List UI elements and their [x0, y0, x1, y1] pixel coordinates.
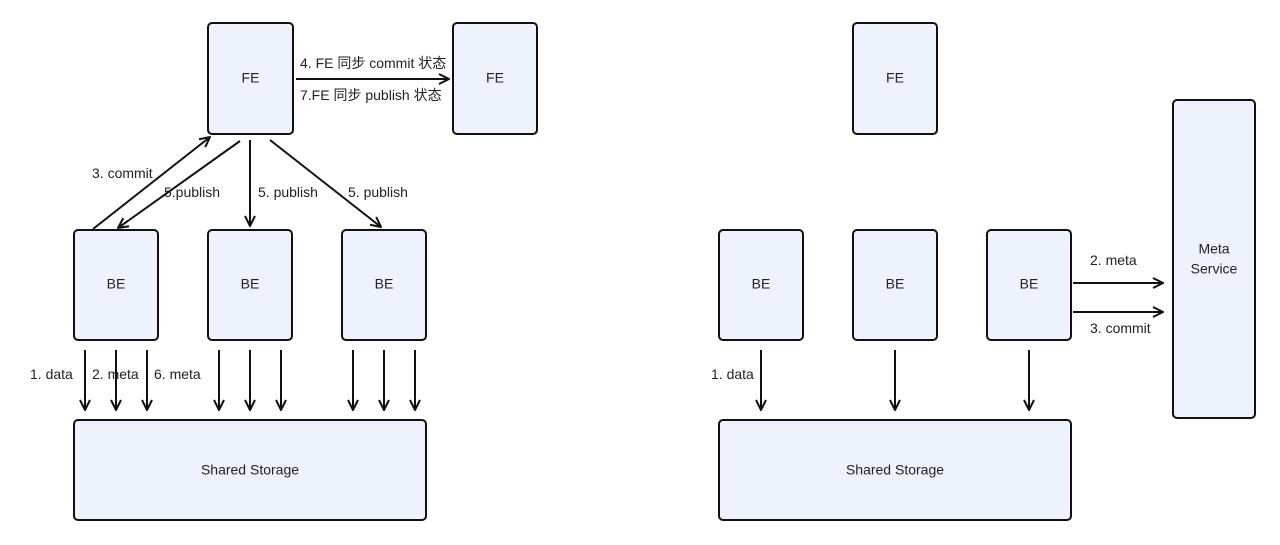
- be1-node: BE: [73, 229, 159, 341]
- right-be3-node: BE: [986, 229, 1072, 341]
- data-label: 1. data: [30, 366, 73, 382]
- right-be2-node: BE: [852, 229, 938, 341]
- sync-commit-label: 4. FE 同步 commit 状态: [300, 55, 446, 71]
- fe-peer-label: FE: [486, 70, 504, 86]
- right-meta-label: 2. meta: [1090, 252, 1137, 268]
- left-storage-label: Shared Storage: [201, 462, 299, 478]
- right-fe-label: FE: [886, 70, 904, 86]
- publish-arrow-be3: [269, 139, 381, 227]
- publish3-label: 5. publish: [348, 184, 408, 200]
- fe-main-node: FE: [207, 22, 294, 135]
- commit-label: 3. commit: [92, 165, 153, 181]
- publish2-label: 5. publish: [258, 184, 318, 200]
- right-data-label: 1. data: [711, 366, 754, 382]
- publish1-label: 5.publish: [164, 184, 220, 200]
- right-be3-label: BE: [1020, 276, 1039, 292]
- fe-main-label: FE: [242, 70, 260, 86]
- be3-label: BE: [375, 276, 394, 292]
- meta-service-label-line1: Meta: [1198, 241, 1229, 257]
- right-fe-node: FE: [852, 22, 938, 135]
- right-commit-label: 3. commit: [1090, 320, 1151, 336]
- be3-node: BE: [341, 229, 427, 341]
- right-storage-label: Shared Storage: [846, 462, 944, 478]
- meta6-label: 6. meta: [154, 366, 201, 382]
- be2-label: BE: [241, 276, 260, 292]
- commit-arrow: [92, 137, 210, 230]
- right-be2-label: BE: [886, 276, 905, 292]
- meta-label: 2. meta: [92, 366, 139, 382]
- left-storage-node: Shared Storage: [73, 419, 427, 521]
- right-be1-node: BE: [718, 229, 804, 341]
- meta-service-node: Meta Service: [1172, 99, 1256, 419]
- right-be1-label: BE: [752, 276, 771, 292]
- be2-node: BE: [207, 229, 293, 341]
- meta-service-label-line2: Service: [1191, 261, 1238, 277]
- publish-arrow-be1: [118, 140, 241, 228]
- right-storage-node: Shared Storage: [718, 419, 1072, 521]
- fe-peer-node: FE: [452, 22, 538, 135]
- left-diagram: FE FE BE BE BE Shared Storage 4. FE 同步 c: [30, 22, 538, 521]
- right-diagram: FE BE BE BE Shared Storage Meta Service: [711, 22, 1256, 521]
- sync-publish-label: 7.FE 同步 publish 状态: [300, 87, 442, 103]
- be1-label: BE: [107, 276, 126, 292]
